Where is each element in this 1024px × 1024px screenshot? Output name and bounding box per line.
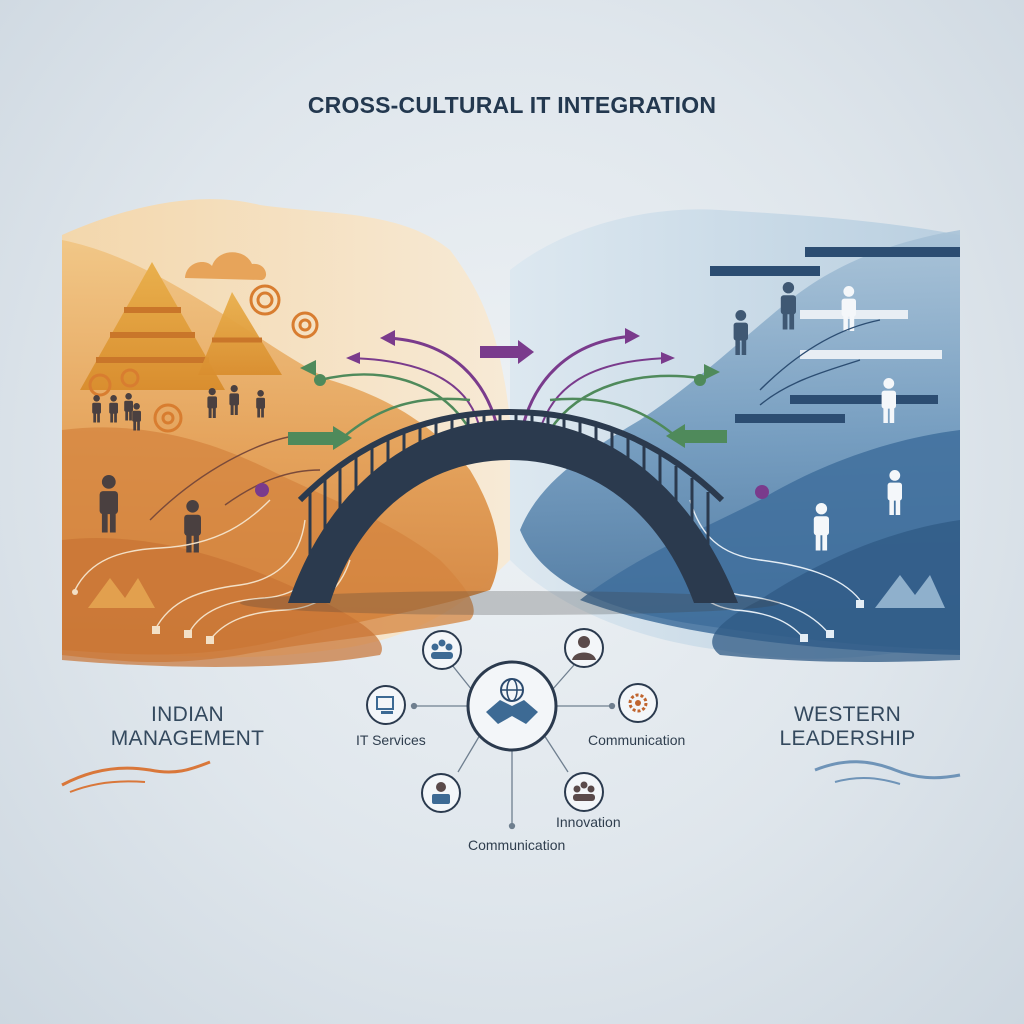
gear-icon: [618, 683, 658, 723]
pyramid-icon: [80, 262, 282, 390]
hub-label-communication-bottom: Communication: [468, 837, 566, 853]
western-label-line2: LEADERSHIP: [779, 727, 916, 750]
hub-label-innovation: Innovation: [556, 814, 621, 830]
person-icon-bottom-left: [421, 773, 461, 813]
people-icon-right: [733, 282, 902, 551]
hub-label-it-services: IT Services: [356, 732, 426, 748]
indian-label-line1: INDIAN: [151, 703, 224, 726]
indian-management-label: INDIAN MANAGEMENT: [100, 703, 275, 751]
team-icon-bottom-right: [564, 772, 604, 812]
it-services-icon: [366, 685, 406, 725]
indian-landscape: [61, 199, 510, 793]
mountain-icon-right: [875, 575, 945, 608]
person-icon-top-right: [564, 628, 604, 668]
mandala-icon: [88, 284, 319, 433]
page-title: CROSS-CULTURAL IT INTEGRATION: [307, 92, 717, 118]
team-icon-top-left: [422, 630, 462, 670]
western-leadership-label: WESTERN LEADERSHIP: [760, 703, 935, 751]
mountain-icon: [88, 578, 155, 608]
cloud-icon: [185, 252, 267, 280]
western-label-line1: WESTERN: [793, 703, 902, 726]
indian-label-line2: MANAGEMENT: [110, 727, 265, 750]
hub-label-communication-right: Communication: [588, 732, 686, 748]
bridge-icon: [240, 408, 780, 615]
handshake-globe-icon: [466, 660, 558, 752]
flow-arrows: [255, 328, 769, 499]
hub-connectors: [410, 664, 616, 830]
